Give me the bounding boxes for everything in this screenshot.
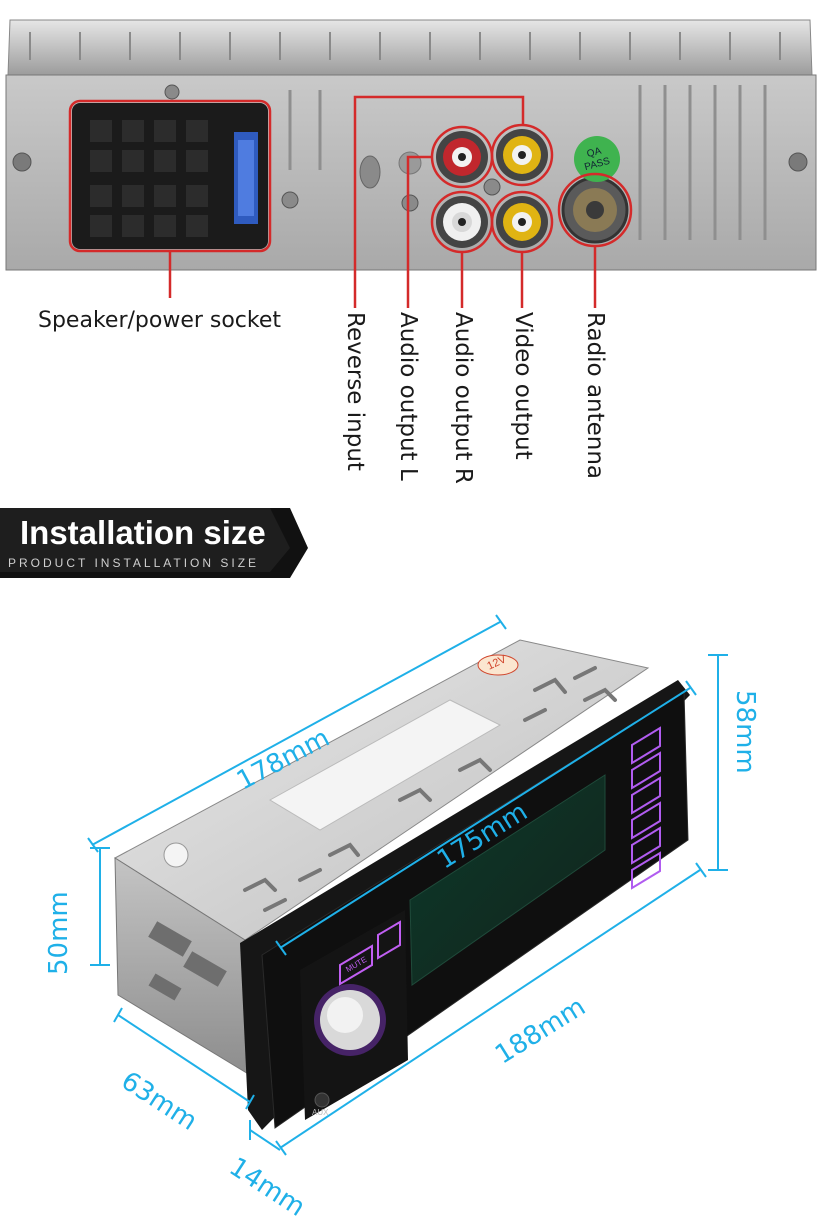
audio-output-r-label: Audio output R xyxy=(450,312,476,484)
reverse-input-label: Reverse input xyxy=(342,312,368,471)
radio-antenna-label: Radio antenna xyxy=(582,312,608,480)
speaker-power-socket-label: Speaker/power socket xyxy=(38,308,282,333)
installation-size-banner: Installation size PRODUCT INSTALLATION S… xyxy=(0,500,310,580)
banner-title: Installation size xyxy=(20,514,266,551)
device-photo: 12V MUTE AUX xyxy=(0,600,822,1200)
aux-port-label: AUX xyxy=(312,1108,329,1117)
callout-lines xyxy=(168,290,597,308)
dimension-50mm: 50mm xyxy=(44,891,74,975)
banner-subtitle: PRODUCT INSTALLATION SIZE xyxy=(8,556,260,570)
dimension-58mm: 58mm xyxy=(730,690,760,774)
video-output-label: Video output xyxy=(510,312,536,460)
rear-panel-photo: QA PASS xyxy=(0,0,822,290)
audio-output-l-label: Audio output L xyxy=(395,312,421,481)
